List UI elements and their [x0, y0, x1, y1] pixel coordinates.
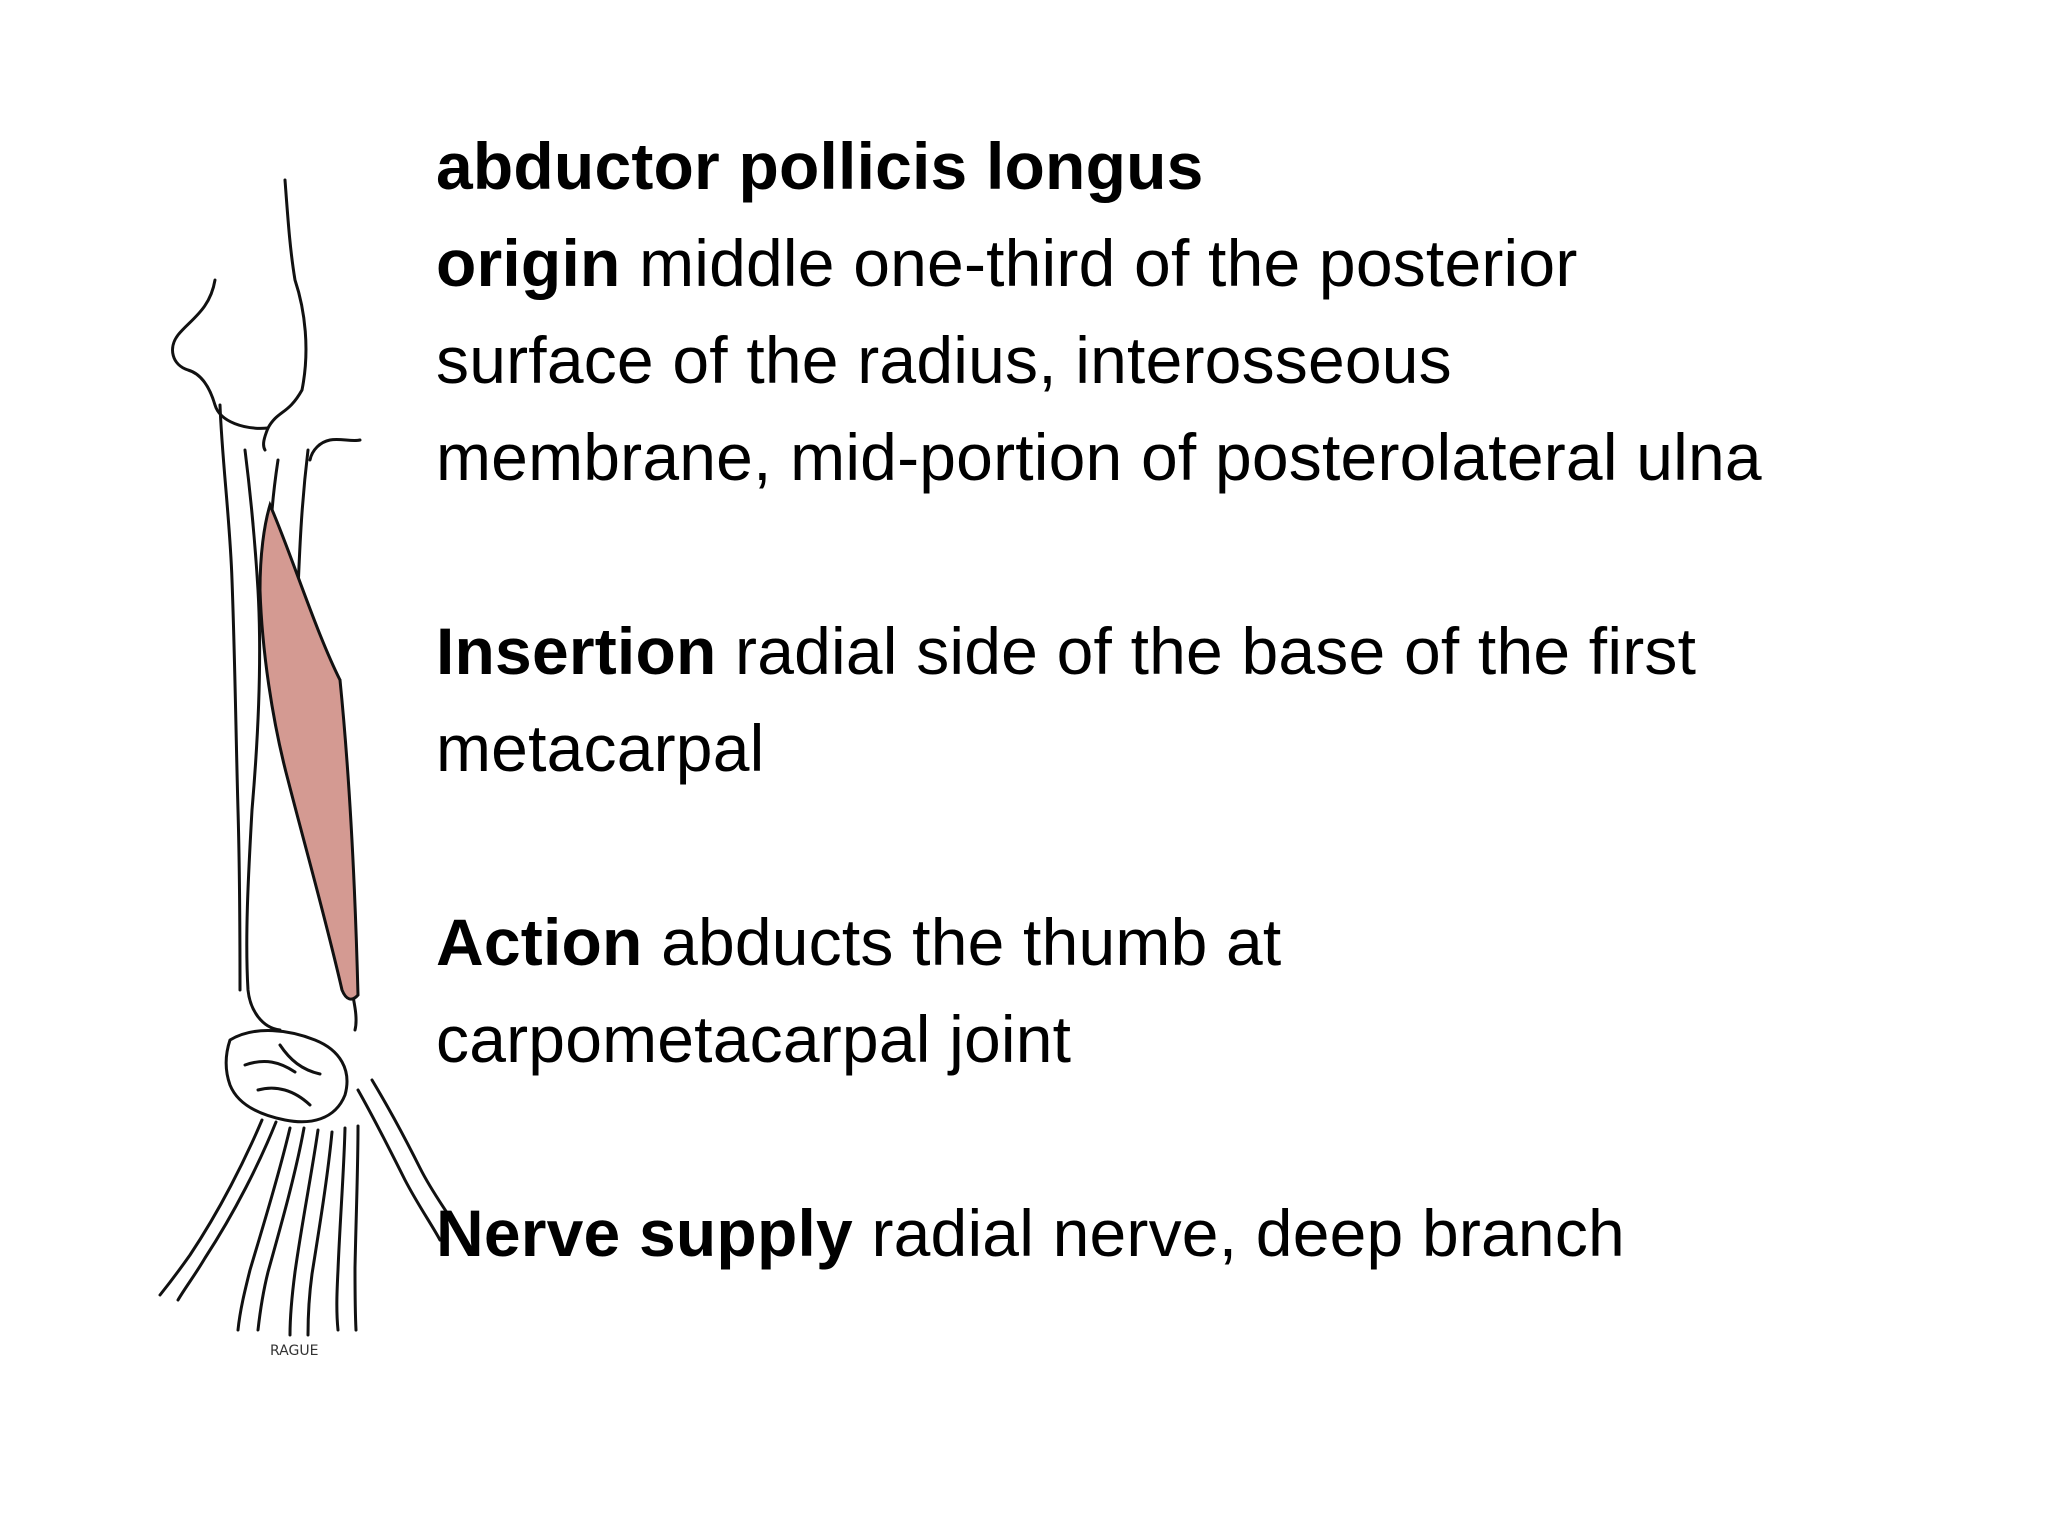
section-spacer: [436, 797, 1996, 894]
finger-2: [236, 1126, 292, 1332]
action-label: Action: [436, 905, 643, 979]
thumb: [356, 1088, 442, 1242]
insertion-label: Insertion: [436, 614, 717, 688]
elbow-condyle: [171, 278, 270, 430]
action-line-1: Action abducts the thumb at: [436, 894, 1996, 991]
carpal-bones: [224, 1029, 349, 1124]
insertion-text-2: metacarpal: [436, 711, 765, 785]
muscle-title: abductor pollicis longus: [436, 129, 1204, 203]
finger-3: [288, 1128, 320, 1337]
insertion-text-1: radial side of the base of the first: [735, 614, 1697, 688]
radius-bone: [243, 448, 282, 1032]
nerve-supply-text-1: radial nerve, deep branch: [871, 1196, 1625, 1270]
forearm-illustration: RAGUE: [158, 178, 456, 1359]
nerve-supply-label: Nerve supply: [436, 1196, 853, 1270]
finger-1: [158, 1118, 264, 1297]
abductor-pollicis-longus-muscle: [258, 500, 360, 1001]
section-spacer: [436, 1088, 1996, 1185]
origin-text-1: middle one-third of the posterior: [639, 226, 1578, 300]
muscle-description: abductor pollicis longus origin middle o…: [436, 118, 1996, 1282]
origin-line-1: origin middle one-third of the posterior: [436, 215, 1996, 312]
origin-label: origin: [436, 226, 621, 300]
ulna-top: [308, 437, 362, 462]
nerve-line-1: Nerve supply radial nerve, deep branch: [436, 1185, 1996, 1282]
artist-signature: RAGUE: [270, 1343, 318, 1359]
origin-text-3: membrane, mid-portion of posterolateral …: [436, 420, 1762, 494]
action-text-2: carpometacarpal joint: [436, 1002, 1072, 1076]
action-text-1: abducts the thumb at: [661, 905, 1282, 979]
insertion-line-1: Insertion radial side of the base of the…: [436, 603, 1996, 700]
section-spacer: [436, 506, 1996, 603]
origin-text-2: surface of the radius, interosseous: [436, 323, 1452, 397]
radius-bone-inner: [218, 403, 242, 992]
humerus-outline: [262, 178, 308, 452]
finger-4: [335, 1126, 347, 1332]
